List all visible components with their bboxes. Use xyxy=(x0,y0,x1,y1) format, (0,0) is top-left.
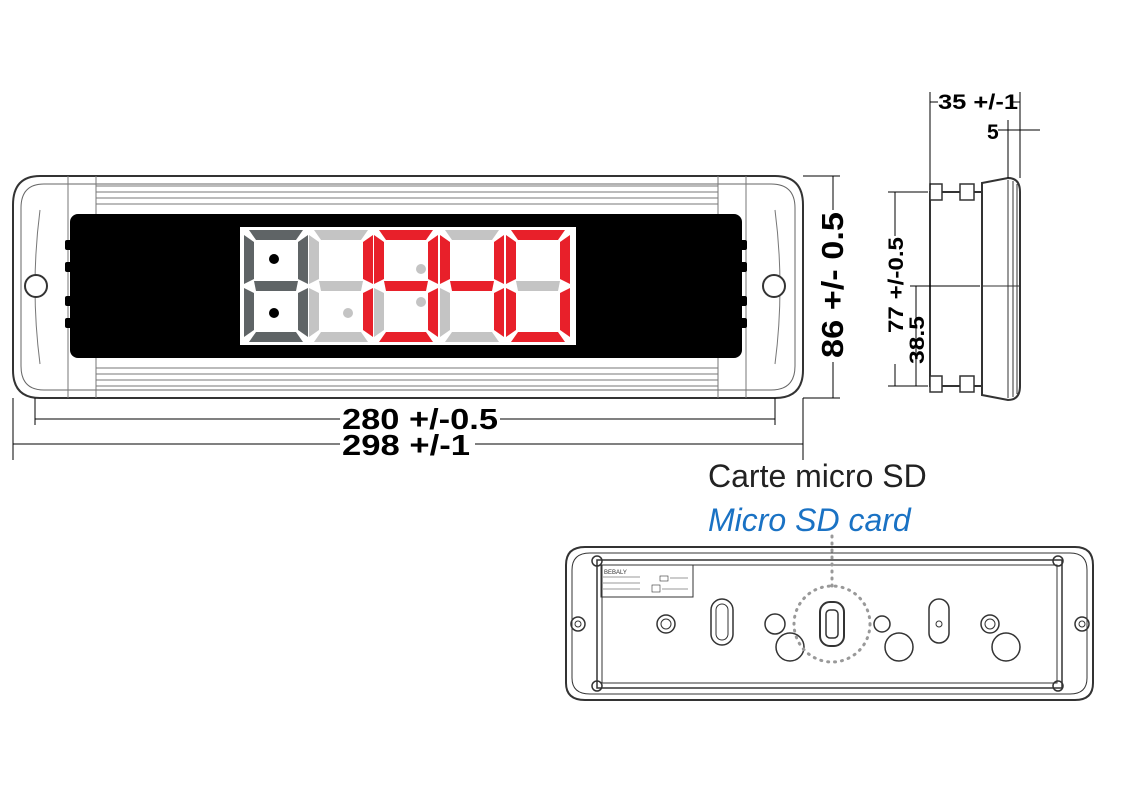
digit-2-segment-g xyxy=(384,281,428,291)
digit-1-segment-c xyxy=(363,288,373,337)
front-dimension-lines xyxy=(12,175,840,460)
dim-outer-width: 298 +/-1 xyxy=(342,430,470,462)
front-view xyxy=(12,175,804,399)
sd-card-label-fr: Carte micro SD xyxy=(708,458,927,494)
digit-0-segment-a xyxy=(249,230,303,240)
side-body xyxy=(929,191,983,387)
digit-3-segment-g xyxy=(450,281,494,291)
digit-0-segment-f xyxy=(244,235,254,284)
indicator-dot-1 xyxy=(269,308,279,318)
seven-segment-display xyxy=(244,230,570,342)
digit-2-segment-f xyxy=(374,235,384,284)
micro-sd-slot xyxy=(819,601,845,647)
digit-2-segment-d xyxy=(379,332,433,342)
dim-lip: 5 xyxy=(987,121,999,144)
digit-2-segment-b xyxy=(428,235,438,284)
indicator-dot-4 xyxy=(416,297,426,307)
digit-3-segment-c xyxy=(494,288,504,337)
digit-4-segment-b xyxy=(560,235,570,284)
side-dimension-lines xyxy=(888,92,1040,387)
digit-0-segment-e xyxy=(244,288,254,337)
mount-hole-right xyxy=(762,274,786,298)
dim-depth: 35 +/-1 xyxy=(938,91,1018,114)
mount-hole-left xyxy=(24,274,48,298)
digit-1-segment-b xyxy=(363,235,373,284)
rear-brand-label: BEBALY xyxy=(604,570,627,576)
front-rails xyxy=(67,176,747,398)
rear-view xyxy=(565,534,1094,701)
digit-1-segment-d xyxy=(314,332,368,342)
digit-4-segment-f xyxy=(506,235,516,284)
digit-2-segment-e xyxy=(374,288,384,337)
digit-2-segment-a xyxy=(379,230,433,240)
dim-inner-width: 280 +/-0.5 xyxy=(342,404,498,436)
sd-slot-highlight xyxy=(792,584,872,664)
digit-0-segment-g xyxy=(254,281,298,291)
side-bezel xyxy=(981,176,1021,402)
digit-0-segment-c xyxy=(298,288,308,337)
digit-3-segment-b xyxy=(494,235,504,284)
digit-3-segment-d xyxy=(445,332,499,342)
digit-1-segment-a xyxy=(314,230,368,240)
indicator-dot-3 xyxy=(416,264,426,274)
digit-4-segment-g xyxy=(516,281,560,291)
digit-4-segment-d xyxy=(511,332,565,342)
indicator-dot-2 xyxy=(343,308,353,318)
digit-3-segment-f xyxy=(440,235,450,284)
dim-cutout-height: 77 +/-0.5 xyxy=(885,237,908,333)
digit-4-segment-e xyxy=(506,288,516,337)
indicator-dot-0 xyxy=(269,254,279,264)
digit-1-segment-f xyxy=(309,235,319,284)
digit-4-segment-c xyxy=(560,288,570,337)
sd-card-label-en: Micro SD card xyxy=(708,502,911,538)
dim-half-height: 38.5 xyxy=(906,316,929,364)
side-view xyxy=(929,176,1021,402)
rear-label-plate xyxy=(600,564,694,598)
digit-0-segment-d xyxy=(249,332,303,342)
dim-height: 86 +/- 0.5 xyxy=(815,212,850,358)
digit-3-segment-e xyxy=(440,288,450,337)
digit-1-segment-e xyxy=(309,288,319,337)
digit-0-segment-b xyxy=(298,235,308,284)
digit-4-segment-a xyxy=(511,230,565,240)
digit-2-segment-c xyxy=(428,288,438,337)
digit-3-segment-a xyxy=(445,230,499,240)
digit-1-segment-g xyxy=(319,281,363,291)
